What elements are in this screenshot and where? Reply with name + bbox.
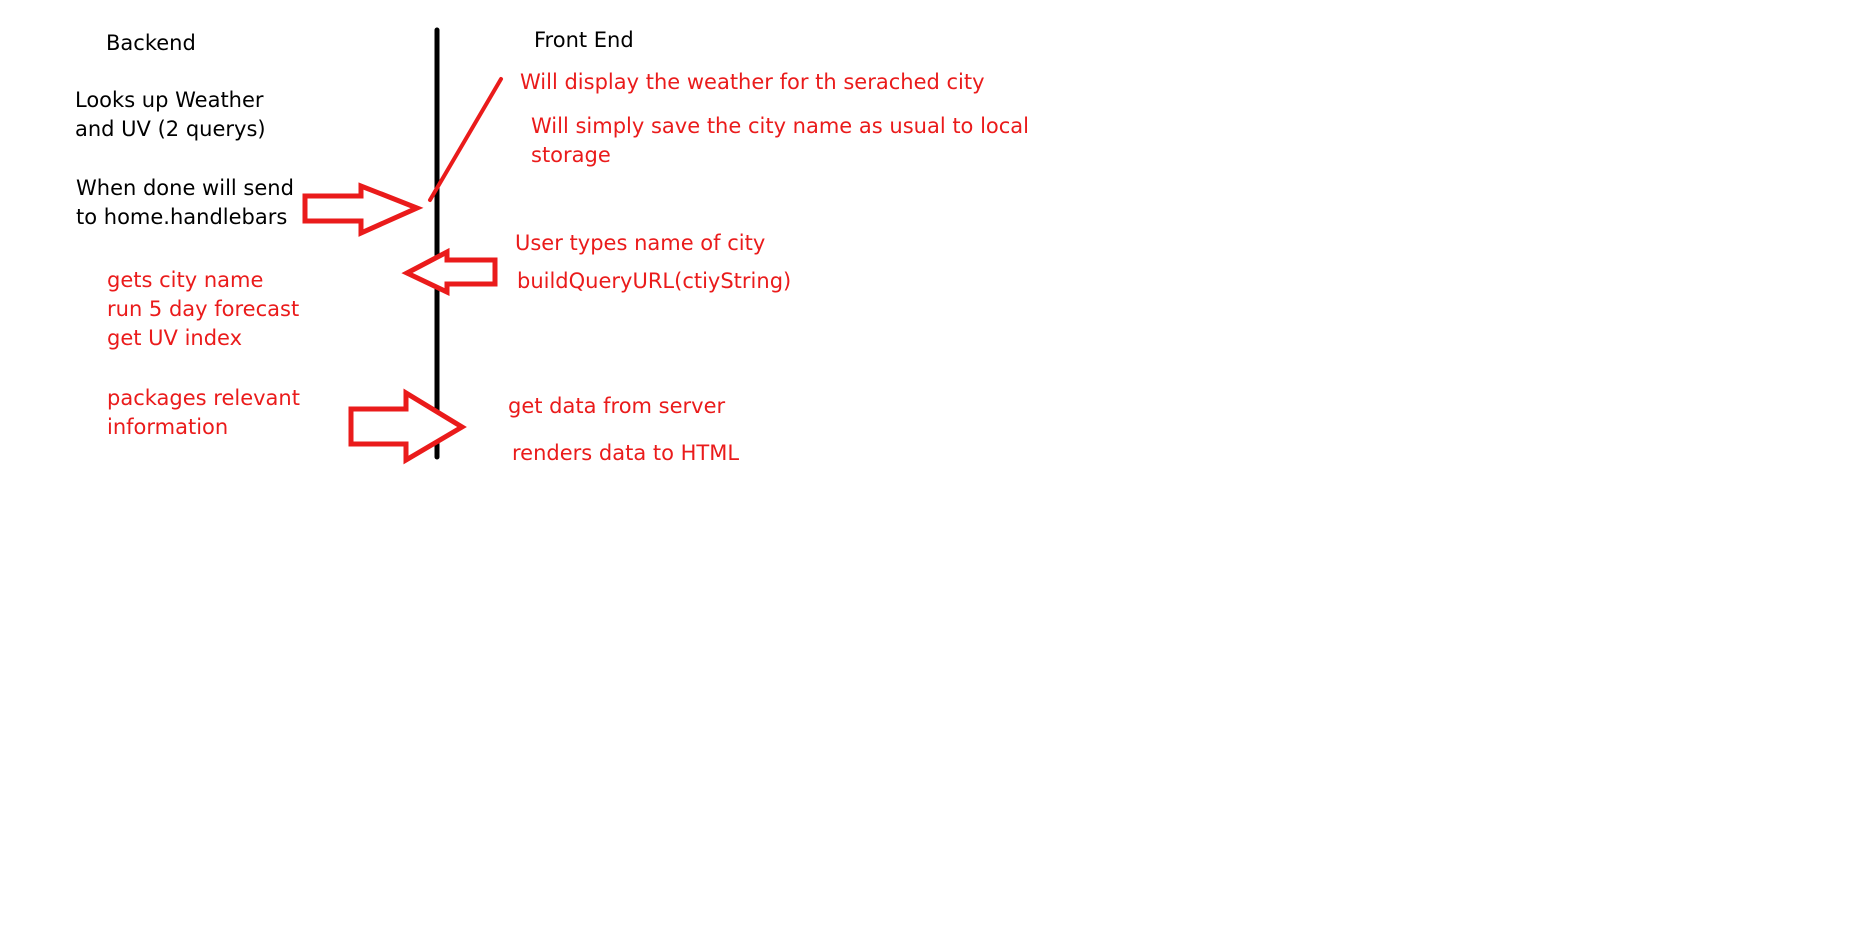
save-note-line1: Will simply save the city name as usual …: [531, 114, 1030, 138]
display-connector-line: [428, 77, 503, 202]
build-query-note: buildQueryURL(ctiyString): [517, 269, 792, 293]
send-note-line2: to home.handlebars: [76, 205, 288, 229]
lookup-note-line1: Looks up Weather: [75, 88, 264, 112]
send-note-line1: When done will send: [76, 176, 294, 200]
get-data-note: get data from server: [508, 394, 726, 418]
query-to-backend-arrow: [401, 247, 498, 296]
step-item: run 5 day forecast: [107, 297, 300, 321]
user-types-note: User types name of city: [515, 231, 766, 255]
step-item: gets city name: [107, 268, 264, 292]
step-item: get UV index: [107, 326, 243, 350]
package-note-line2: information: [107, 415, 229, 439]
send-to-frontend-arrow: [302, 182, 424, 237]
data-to-frontend-arrow: [348, 388, 467, 465]
display-note: Will display the weather for th serached…: [520, 70, 985, 94]
backend-header: Backend: [106, 31, 196, 55]
render-note: renders data to HTML: [512, 441, 740, 465]
save-note-line2: storage: [531, 143, 611, 167]
package-note-line1: packages relevant: [107, 386, 300, 410]
lookup-note-line2: and UV (2 querys): [75, 117, 266, 141]
frontend-header: Front End: [534, 28, 634, 52]
